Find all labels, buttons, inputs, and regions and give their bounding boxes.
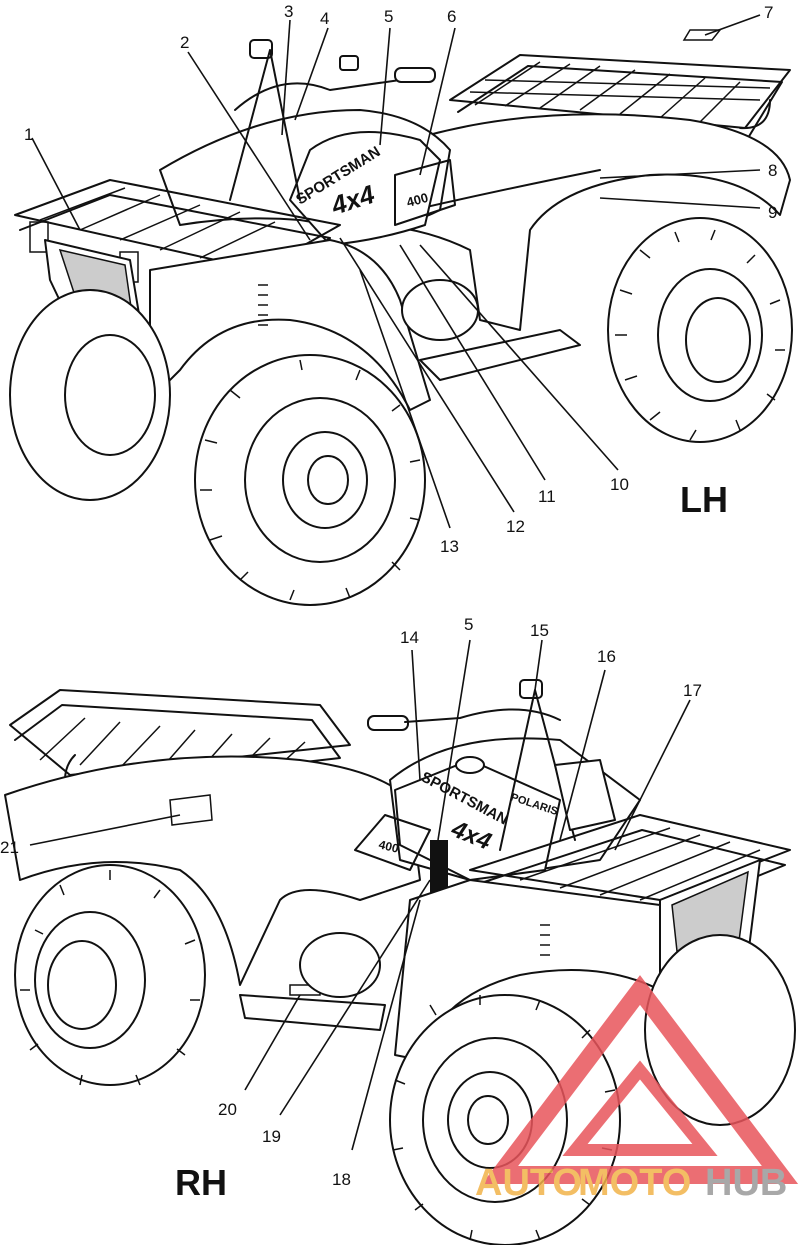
rear-wheel-lh <box>607 217 793 443</box>
watermark-text-auto: AUTO <box>475 1162 582 1204</box>
callout-2: 2 <box>180 33 189 52</box>
rear-wheel-rh <box>14 864 206 1086</box>
rh-side-label: RH <box>175 1162 227 1203</box>
callout-21: 21 <box>0 838 19 857</box>
callout-20: 20 <box>218 1100 237 1119</box>
callout-7: 7 <box>764 3 773 22</box>
handlebar-lh <box>234 39 436 111</box>
displacement-text-rh: 400 <box>377 837 400 856</box>
atv-left-side-view: SPORTSMAN 4x4 400 <box>9 2 793 606</box>
callout-1: 1 <box>24 125 33 144</box>
engine-cover-rh <box>299 932 381 998</box>
front-wheel-near-rh <box>389 994 621 1245</box>
headlight-pod-rh <box>554 759 616 831</box>
front-fender-lh <box>149 239 431 411</box>
callouts-lh: 1 2 3 4 5 6 7 8 9 10 11 12 13 <box>24 2 777 556</box>
callouts-rh: 14 5 15 16 17 21 20 19 18 <box>0 615 702 1189</box>
front-wheel-far-rh <box>644 934 796 1126</box>
callout-13: 13 <box>440 537 459 556</box>
callout-18: 18 <box>332 1170 351 1189</box>
callout-15: 15 <box>530 621 549 640</box>
callout-5: 5 <box>384 7 393 26</box>
front-wheel-right-lh <box>194 354 426 606</box>
callout-5-rh: 5 <box>464 615 473 634</box>
callout-17: 17 <box>683 681 702 700</box>
callout-14: 14 <box>400 628 419 647</box>
callout-16: 16 <box>597 647 616 666</box>
atv-right-side-view: SPORTSMAN 4x4 400 POLARIS <box>0 615 796 1245</box>
callout-4: 4 <box>320 9 329 28</box>
front-wheel-left-lh <box>9 289 171 501</box>
rear-fender-rh <box>4 755 421 986</box>
callout-6: 6 <box>447 7 456 26</box>
callout-19: 19 <box>262 1127 281 1146</box>
callout-12: 12 <box>506 517 525 536</box>
displacement-text-lh: 400 <box>405 190 430 210</box>
callout-10: 10 <box>610 475 629 494</box>
callout-3: 3 <box>284 2 293 21</box>
side-panel-lh <box>289 131 441 246</box>
callout-11: 11 <box>538 487 556 506</box>
callout-9: 9 <box>768 203 777 222</box>
watermark-text-moto: MOTO <box>578 1162 691 1204</box>
watermark-logo: AUTO MOTO HUB <box>475 975 799 1204</box>
lh-side-label: LH <box>680 479 728 520</box>
footrest-lh <box>419 329 581 381</box>
callout-8: 8 <box>768 161 777 180</box>
footrest-rh <box>239 994 386 1031</box>
watermark-text-hub: HUB <box>705 1162 787 1204</box>
rear-fender-lh <box>379 113 791 331</box>
fuel-cap-rh <box>455 756 485 774</box>
